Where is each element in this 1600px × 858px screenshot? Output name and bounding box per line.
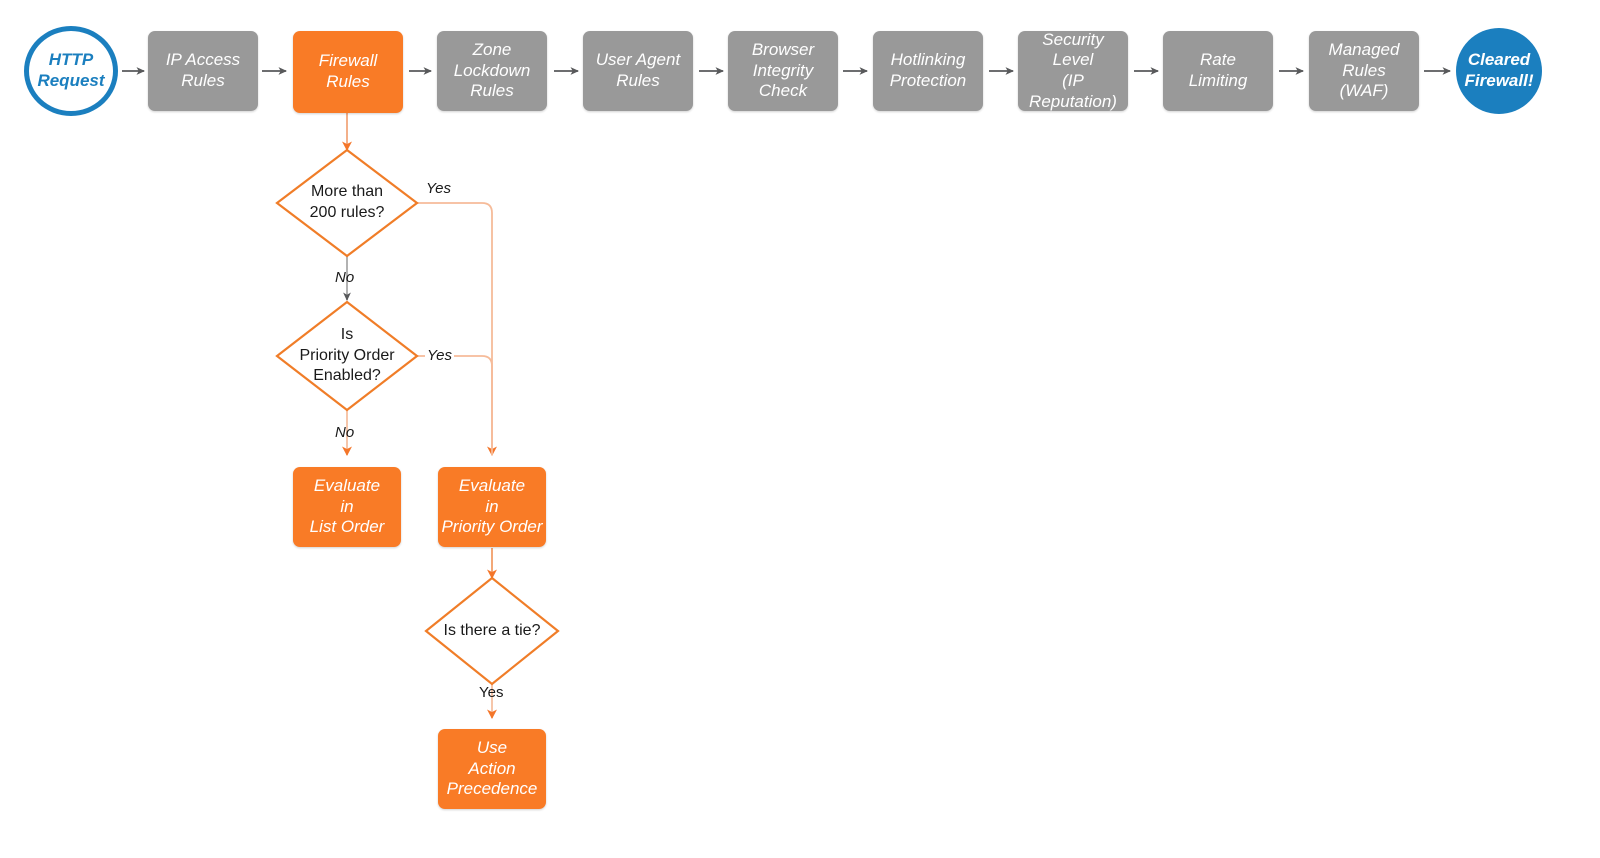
node-ip-access-rules[interactable]: IP Access Rules: [148, 31, 258, 111]
edge-label-priority-no: No: [335, 424, 355, 441]
node-security-level[interactable]: Security Level (IP Reputation): [1018, 30, 1128, 111]
edge-label-rulecount-yes: Yes: [426, 180, 452, 197]
edge-label-rulecount-no: No: [335, 269, 355, 286]
node-browser-integrity-check[interactable]: Browser Integrity Check: [728, 31, 838, 111]
node-rate-limiting[interactable]: Rate Limiting: [1163, 31, 1273, 111]
node-evaluate-priority-order[interactable]: Evaluate in Priority Order: [438, 467, 546, 547]
node-http-request[interactable]: HTTP Request: [24, 26, 118, 116]
node-zone-lockdown-rules[interactable]: Zone Lockdown Rules: [437, 31, 547, 111]
node-cleared-firewall[interactable]: Cleared Firewall!: [1456, 28, 1542, 114]
node-use-action-precedence[interactable]: Use Action Precedence: [438, 729, 546, 809]
edge-priority-yes: [417, 355, 493, 455]
edge-label-tie-yes: Yes: [479, 684, 504, 701]
node-managed-rules-waf[interactable]: Managed Rules (WAF): [1309, 31, 1419, 111]
edge-label-priority-yes: Yes: [425, 347, 455, 364]
decision-rule-count-shape: [275, 148, 419, 258]
decision-tie-shape: [424, 576, 560, 686]
node-hotlinking-protection[interactable]: Hotlinking Protection: [873, 31, 983, 111]
node-evaluate-list-order[interactable]: Evaluate in List Order: [293, 467, 401, 547]
decision-priority-order-shape: [275, 300, 419, 412]
node-user-agent-rules[interactable]: User Agent Rules: [583, 31, 693, 111]
node-firewall-rules[interactable]: Firewall Rules: [293, 31, 403, 113]
edge-rulecount-yes: [417, 202, 497, 456]
